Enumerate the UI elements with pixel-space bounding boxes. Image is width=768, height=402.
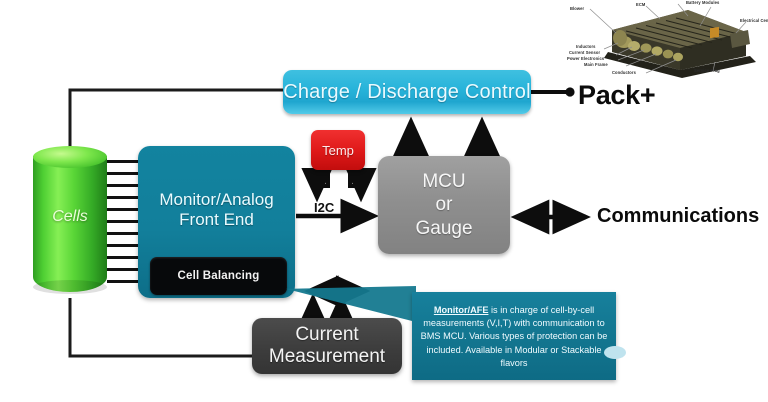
battery-pack-photo: Blower ECM Battery Modules Electrical Ce…: [560, 0, 768, 82]
cell-balancing-label: Cell Balancing: [177, 270, 260, 282]
cells-label: Cells: [52, 208, 88, 225]
callout-nub: [604, 346, 626, 359]
pack-callout-ecm: ECM: [636, 2, 646, 7]
pack-callout-service-plug: Service Plug: [694, 68, 720, 73]
monitor-analog-front-end-block[interactable]: Monitor/Analog Front End Cell Balancing: [138, 146, 295, 298]
pack-callout-inductors: Inductors: [576, 44, 596, 49]
mcu-label-line3: Gauge: [415, 217, 473, 239]
pack-callout-battery-modules: Battery Modules: [686, 0, 720, 5]
mcu-label-line1: MCU: [422, 171, 466, 193]
mcu-label-line2: or: [435, 194, 453, 216]
monitor-afe-callout: Monitor/AFE is in charge of cell-by-cell…: [412, 292, 616, 380]
communications-label: Communications: [597, 205, 760, 227]
monitor-afe-label-line2: Front End: [179, 210, 254, 230]
cylinder-top-cap: [33, 146, 107, 168]
monitor-afe-label-line1: Monitor/Analog: [159, 190, 274, 209]
cell-tap-wires: [107, 160, 140, 288]
callout-body: is in charge of cell-by-cell measurement…: [420, 304, 608, 369]
current-measurement-label-line1: Current: [295, 323, 359, 345]
callout-keyword: Monitor/AFE: [433, 304, 489, 315]
i2c-bus-label: I2C: [314, 200, 335, 215]
monitor-afe-label: Monitor/Analog Front End: [159, 190, 273, 230]
pack-positive-label: Pack+: [578, 80, 656, 110]
pack-callout-conductors: Conductors: [612, 70, 636, 75]
cylinder-bottom-shadow: [33, 280, 107, 294]
charge-discharge-control-block[interactable]: Charge / Discharge Control: [283, 70, 531, 114]
temp-label: Temp: [322, 142, 354, 158]
charge-discharge-control-label: Charge / Discharge Control: [283, 80, 531, 103]
cylinder-body: [33, 156, 107, 292]
pack-callout-blower: Blower: [570, 6, 585, 11]
current-measurement-label-line2: Measurement: [268, 346, 386, 367]
pack-callout-power-electronics: Power Electronics: [567, 56, 605, 61]
current-measurement-block[interactable]: Current Measurement: [252, 318, 402, 374]
callout-text: Monitor/AFE is in charge of cell-by-cell…: [417, 304, 611, 371]
temp-sensor-block[interactable]: Temp: [311, 130, 365, 170]
mcu-or-gauge-block[interactable]: MCU or Gauge: [378, 156, 510, 254]
pack-callout-current-sensor: Current Sensor: [569, 50, 601, 55]
battery-pack-illustration: [589, 3, 756, 78]
cell-balancing-block[interactable]: Cell Balancing: [150, 257, 287, 295]
cells-cylinder: Cells: [33, 146, 107, 300]
pack-callout-main-frame: Main Frame: [584, 62, 608, 67]
pack-callout-electrical-center: Electrical Center: [740, 18, 768, 23]
